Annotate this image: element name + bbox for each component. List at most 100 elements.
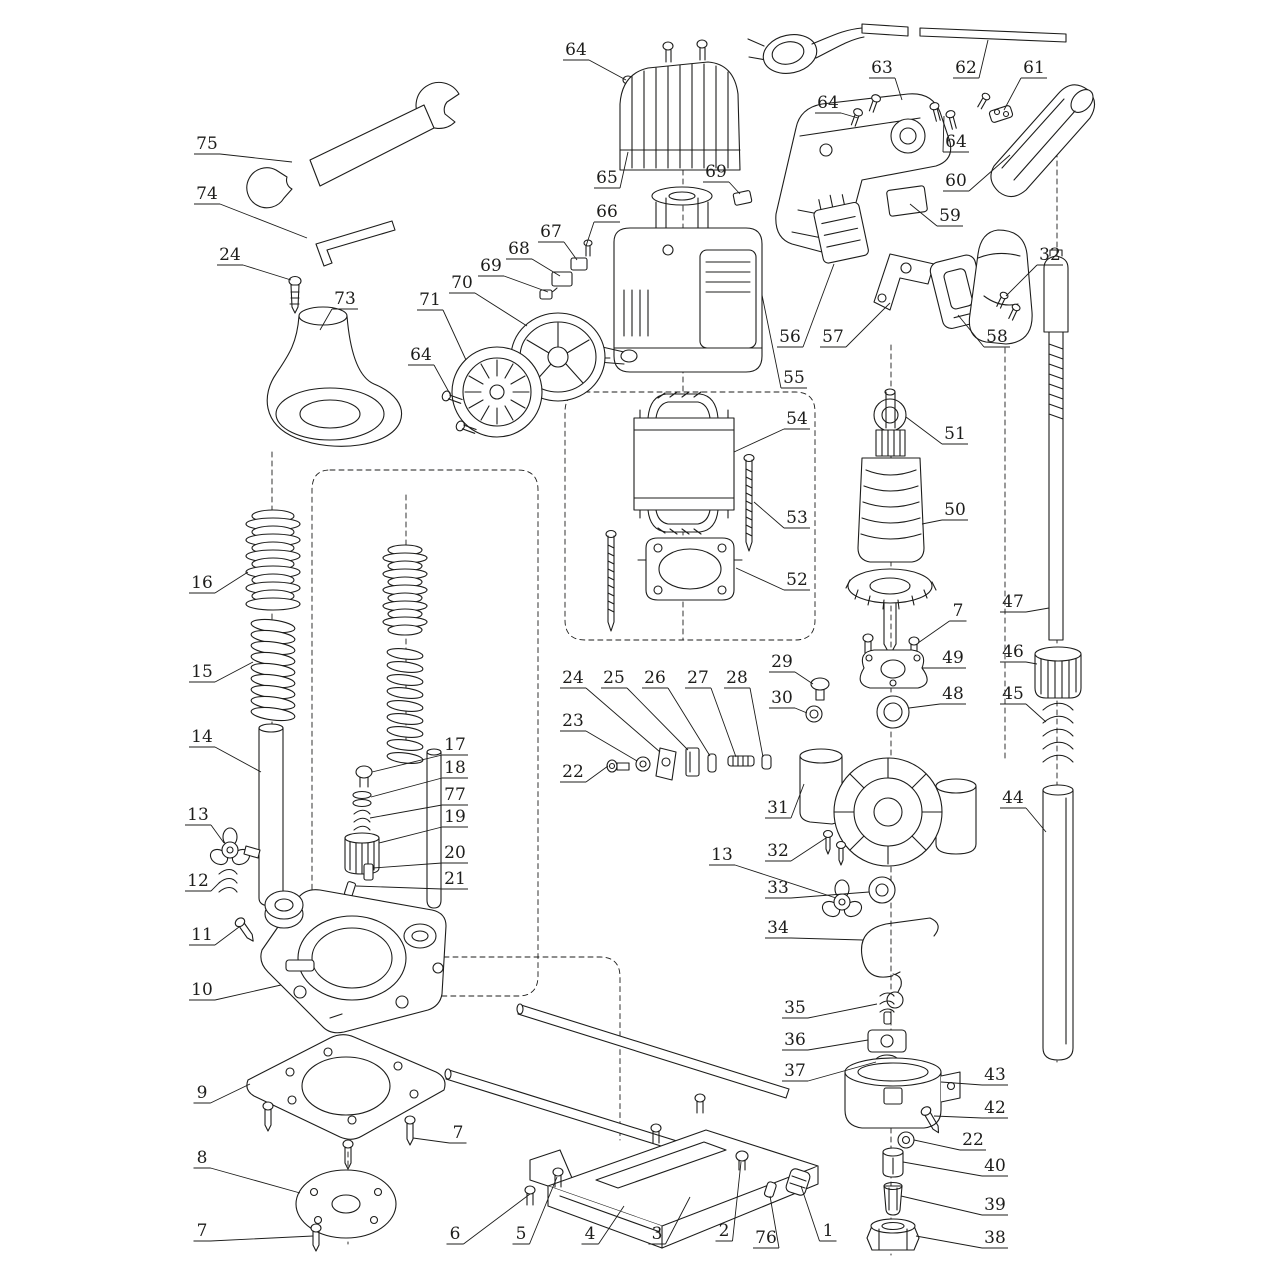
pin-28 <box>761 754 772 770</box>
leader-line <box>782 1061 877 1082</box>
leader-line <box>369 804 468 819</box>
leader-line <box>370 777 468 798</box>
leader-line <box>765 837 827 862</box>
part-number-15: 15 <box>191 662 213 682</box>
part-number-59: 59 <box>939 206 961 226</box>
leader-line <box>913 1139 986 1151</box>
part-number-55: 55 <box>783 368 805 388</box>
part-number-14: 14 <box>191 727 213 747</box>
part-number-23: 23 <box>562 711 584 731</box>
leader-line <box>1000 807 1047 833</box>
screw-24 <box>288 275 302 314</box>
part-number-10: 10 <box>191 980 213 1000</box>
plunger-35 <box>879 992 895 1025</box>
leader-line <box>585 221 620 247</box>
leader-line <box>800 1185 837 1242</box>
bearing-33 <box>868 876 896 904</box>
part-number-57: 57 <box>822 327 844 347</box>
leader-line <box>412 1137 467 1144</box>
leader-line <box>217 264 292 281</box>
long-screw-53a <box>605 529 617 632</box>
part-number-56: 56 <box>779 327 801 347</box>
leader-line <box>942 115 969 153</box>
leader-line <box>372 862 468 869</box>
part-number-64: 64 <box>945 132 967 152</box>
cord-clamp-61 <box>977 92 1014 123</box>
screws-32b <box>822 829 847 866</box>
part-number-69: 69 <box>480 256 502 276</box>
lower-housing <box>799 748 977 867</box>
part-number-44: 44 <box>1002 788 1024 808</box>
screw-11 <box>234 917 254 942</box>
long-screw-53b <box>743 453 755 552</box>
leader-line <box>902 1161 1008 1177</box>
round-plate <box>295 1169 397 1239</box>
part-number-53: 53 <box>786 508 808 528</box>
sub-base <box>246 1034 446 1140</box>
grip-handle <box>990 84 1096 198</box>
leader-line <box>193 1083 251 1104</box>
part-number-70: 70 <box>451 273 473 293</box>
screw-22a <box>606 759 630 773</box>
stop-rod <box>426 748 442 909</box>
wing-knob-13b <box>821 879 863 918</box>
leader-line <box>642 687 711 757</box>
part-number-61: 61 <box>1023 58 1045 78</box>
part-number-73: 73 <box>334 289 356 309</box>
part-number-34: 34 <box>767 918 789 938</box>
part-number-24: 24 <box>562 668 584 688</box>
leader-line <box>905 416 968 445</box>
part-number-29: 29 <box>771 652 793 672</box>
knob-screws-64 <box>441 390 477 434</box>
part-number-76: 76 <box>755 1228 777 1248</box>
plate-25 <box>685 747 700 777</box>
leader-line <box>601 687 689 751</box>
part-number-32: 32 <box>767 841 789 861</box>
leader-line <box>782 1003 878 1019</box>
part-number-33: 33 <box>767 878 789 898</box>
bearing-48 <box>876 695 910 729</box>
part-number-74: 74 <box>196 184 218 204</box>
washer-23 <box>635 756 651 772</box>
adjust-knob-46 <box>1034 646 1082 699</box>
part-number-65: 65 <box>596 168 618 188</box>
leader-line <box>408 364 451 395</box>
leader-line <box>446 1193 531 1245</box>
leader-line <box>648 1196 691 1245</box>
leader-line <box>765 783 805 819</box>
trigger-grip-32 <box>968 229 1033 345</box>
leader-line <box>478 275 549 293</box>
leader-line <box>735 567 810 591</box>
plate-36 <box>867 1029 907 1053</box>
leader-line <box>933 1115 1008 1119</box>
part-number-31: 31 <box>767 798 789 818</box>
leader-line <box>506 258 561 277</box>
leader-line <box>957 314 1010 348</box>
stator <box>633 391 735 535</box>
rod-end-knob-1 <box>785 1168 811 1196</box>
leader-line <box>581 1205 625 1245</box>
leader-line <box>194 203 308 239</box>
wrench <box>246 81 460 209</box>
pin-26 <box>707 753 717 773</box>
leader-line <box>909 203 963 227</box>
part-number-43: 43 <box>984 1065 1006 1085</box>
leader-line <box>449 292 528 327</box>
pin-76 <box>763 1181 777 1198</box>
leader-line <box>869 77 903 101</box>
leader-line <box>189 571 249 594</box>
collet-nut-38 <box>866 1218 920 1251</box>
part-number-77: 77 <box>444 785 466 805</box>
part-number-2: 2 <box>719 1221 730 1241</box>
plate-screw-7 <box>310 1223 322 1252</box>
spring-12 <box>218 868 238 893</box>
part-number-25: 25 <box>603 668 625 688</box>
leader-line <box>193 1167 301 1194</box>
bellows-2 <box>382 544 428 636</box>
leader-line <box>921 519 968 525</box>
leader-line <box>715 1161 742 1242</box>
part-number-11: 11 <box>191 925 213 945</box>
leader-line <box>733 428 810 453</box>
